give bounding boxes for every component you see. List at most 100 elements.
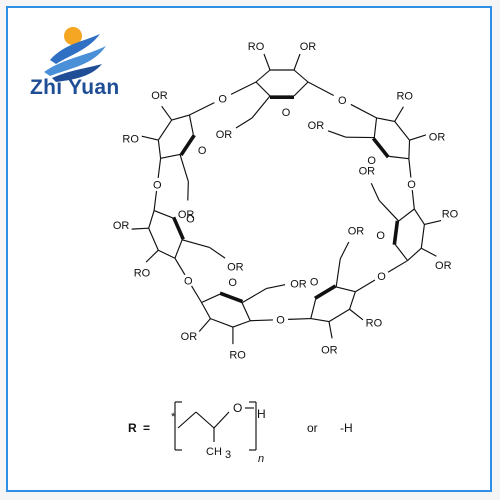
side-chain-bond: [370, 182, 380, 201]
ring-oxygen-label: O: [186, 214, 195, 226]
side-chain-bond: [209, 246, 226, 259]
logo-sun: [64, 27, 82, 45]
repeat-bond: [195, 411, 215, 429]
ch2or-label: OR: [290, 278, 307, 290]
ring-oxygen-label: O: [367, 155, 376, 167]
ring-bond: [328, 308, 350, 323]
logo-wave-mid: [44, 46, 106, 76]
side-chain-bond: [339, 241, 350, 260]
glycosidic-oxygen-label: O: [276, 315, 285, 327]
repeat-bond: [213, 411, 230, 429]
ring-bond: [201, 302, 211, 319]
ring-bond: [153, 210, 173, 219]
glycosidic-bond: [250, 319, 273, 322]
ch2or-label: OR: [359, 166, 376, 178]
ring-bond: [160, 153, 181, 159]
substituent-bond: [394, 106, 404, 122]
methyl-label: CH: [206, 446, 222, 458]
substituent-bond: [409, 134, 426, 141]
ch2or-label: OR: [216, 129, 233, 141]
repeat-oxygen: O: [233, 401, 242, 415]
ring-oxygen-label: O: [198, 145, 207, 157]
ring-bond: [293, 81, 309, 97]
glycosidic-bond: [189, 102, 215, 116]
repeat-n: n: [258, 453, 264, 465]
ring-bond: [407, 247, 422, 261]
glycosidic-bond: [411, 190, 415, 210]
ring-bond: [398, 208, 415, 222]
substituent-bond: [198, 318, 211, 332]
side-chain-bond: [266, 284, 286, 289]
glycosidic-oxygen-label: O: [377, 271, 386, 283]
ring-oxygen-label: O: [228, 277, 237, 289]
substituent-bond: [293, 53, 301, 71]
substituent-bond: [131, 227, 149, 230]
ring-bond: [157, 139, 162, 159]
or-label: OR: [300, 41, 317, 53]
glycosidic-oxygen-label: O: [218, 94, 227, 106]
ring-bond: [157, 119, 173, 141]
ring-bond: [376, 117, 395, 122]
ring-bond: [394, 121, 411, 141]
ring-bond: [420, 224, 425, 249]
ch2or-label: OR: [227, 262, 244, 274]
ring-bond: [158, 249, 176, 259]
side-chain-bond: [378, 199, 400, 222]
ring-front-edge: [371, 137, 390, 159]
ring-bond: [255, 69, 271, 83]
r-equals: =: [143, 421, 150, 435]
ch2or-label: OR: [178, 209, 195, 221]
logo-wave-top: [50, 34, 100, 64]
substituent-bond: [141, 135, 159, 141]
ch2or-label: OR: [308, 120, 325, 132]
glycosidic-bond: [408, 158, 412, 178]
ring-bond: [310, 299, 317, 319]
glycosidic-bond: [157, 158, 162, 178]
ring-bond: [241, 302, 251, 321]
substituent-bond: [263, 53, 271, 71]
r-symbol: R: [128, 421, 137, 435]
side-chain-bond: [327, 130, 347, 138]
brand-name: Zhi Yuan: [30, 76, 120, 99]
substituent-bond: [145, 249, 159, 263]
ring-front-edge: [392, 220, 399, 245]
methyl-subscript: 3: [225, 449, 231, 461]
ring-bond: [171, 114, 190, 121]
ring-bond: [408, 140, 411, 159]
ring-bond: [174, 239, 183, 259]
side-chain-bond: [335, 258, 341, 288]
alternative-h: -H: [340, 421, 353, 435]
ring-bond: [232, 320, 251, 328]
glycosidic-bond: [355, 279, 376, 293]
logo-wave-low: [52, 64, 102, 82]
ring-bond: [293, 69, 309, 83]
ro-label: RO: [229, 349, 246, 361]
side-chain-bond: [179, 154, 189, 182]
substituent-bond: [161, 105, 173, 121]
side-chain-bond: [251, 95, 271, 119]
ch2or-label: OR: [348, 226, 365, 238]
ring-front-edge: [314, 284, 337, 300]
or-label: OR: [435, 260, 452, 272]
side-chain-bond: [181, 239, 210, 249]
repeat-bond: [177, 411, 197, 429]
ro-label: RO: [366, 318, 383, 330]
or-label: OR: [429, 131, 446, 143]
substituent-bond: [424, 219, 442, 225]
substituent-bond: [421, 247, 437, 257]
or-text: or: [307, 421, 318, 435]
glycosidic-bond: [153, 190, 158, 211]
ro-label: RO: [134, 268, 151, 280]
repeat-hydrogen: H: [257, 407, 266, 421]
glycosidic-oxygen-label: O: [153, 179, 162, 191]
ring-bond: [373, 117, 378, 138]
ring-oxygen-label: O: [282, 107, 291, 119]
side-chain-bond: [187, 181, 189, 201]
ring-bond: [210, 318, 234, 328]
ring-bond: [310, 317, 330, 323]
or-label: OR: [181, 331, 198, 343]
ring-bond: [148, 227, 159, 251]
side-chain-bond: [241, 287, 267, 304]
ring-front-edge: [172, 216, 185, 240]
glycosidic-bond: [174, 257, 186, 276]
